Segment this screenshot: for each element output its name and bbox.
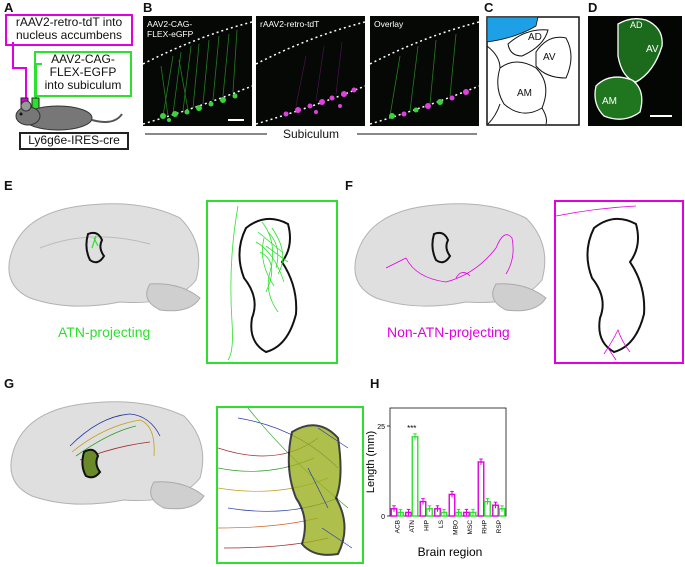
injection-box-accumbens: rAAV2-retro-tdT into nucleus accumbens	[5, 14, 133, 46]
atn-zoom-inset	[206, 200, 338, 364]
x-tick-label-rsp: RSP	[496, 520, 503, 533]
x-tick-label-hip: HIP	[423, 520, 430, 531]
y-tick-label: 0	[381, 514, 385, 521]
atlas-label-av: AV	[543, 52, 556, 63]
x-tick-label-acb: ACB	[394, 520, 401, 533]
x-tick-label-atn: ATN	[409, 520, 416, 533]
panel-label-c: C	[484, 0, 494, 15]
subiculum-label: Subiculum	[282, 127, 340, 141]
subiculum-bracket	[145, 133, 477, 135]
panel-label-h: H	[370, 376, 380, 391]
thalamus-atlas-schematic	[486, 16, 580, 126]
micrograph-overlay: Overlay	[370, 16, 479, 126]
fluor-label-am: AM	[602, 96, 617, 107]
x-axis-label: Brain region	[418, 545, 483, 559]
y-axis-label: Length (mm)	[365, 431, 377, 493]
brain-render-non-atn	[354, 203, 547, 312]
x-tick-label-rhp: RHP	[481, 520, 488, 534]
brain-render-atn	[8, 203, 201, 312]
micrograph-overlay-caption: Overlay	[374, 19, 404, 29]
injection-box-subiculum: AAV2-CAG- FLEX-EGFP into subiculum	[34, 51, 132, 97]
non-atn-zoom-inset	[554, 200, 684, 364]
micrograph-egfp: AAV2-CAG- FLEX-eGFP	[143, 16, 252, 126]
atlas-label-am: AM	[517, 88, 532, 99]
x-tick-label-ls: LS	[438, 519, 445, 528]
panel-label-a: A	[4, 0, 14, 15]
y-tick-label: 25	[377, 424, 385, 431]
fluor-label-ad: AD	[630, 20, 643, 30]
significance-annotation: ***	[407, 424, 416, 433]
micrograph-tdt-caption: rAAV2-retro-tdT	[260, 19, 320, 29]
fluor-label-av: AV	[646, 44, 659, 55]
mouse-line-box: Ly6g6e-IRES-cre	[19, 132, 129, 150]
brain-render-all-neurons	[10, 401, 205, 510]
atn-fluorescence-image: AD AV AM	[588, 16, 682, 126]
panel-label-e: E	[4, 178, 13, 193]
micrograph-tdt: rAAV2-retro-tdT	[256, 16, 365, 126]
panel-label-f: F	[345, 178, 353, 193]
micrograph-egfp-caption: AAV2-CAG- FLEX-eGFP	[147, 19, 194, 39]
non-atn-projecting-caption: Non-ATN-projecting	[387, 324, 510, 340]
chart-plot-frame	[389, 407, 507, 517]
x-tick-label-msc: MSC	[467, 520, 474, 535]
panel-label-g: G	[4, 376, 15, 391]
all-neurons-zoom-inset	[216, 406, 364, 564]
panel-label-d: D	[588, 0, 598, 15]
mouse-illustration	[12, 42, 123, 131]
panel-label-b: B	[143, 0, 153, 15]
atn-projecting-caption: ATN-projecting	[58, 324, 151, 340]
x-tick-label-mbo: MBO	[452, 520, 459, 535]
atlas-label-ad: AD	[528, 32, 542, 43]
